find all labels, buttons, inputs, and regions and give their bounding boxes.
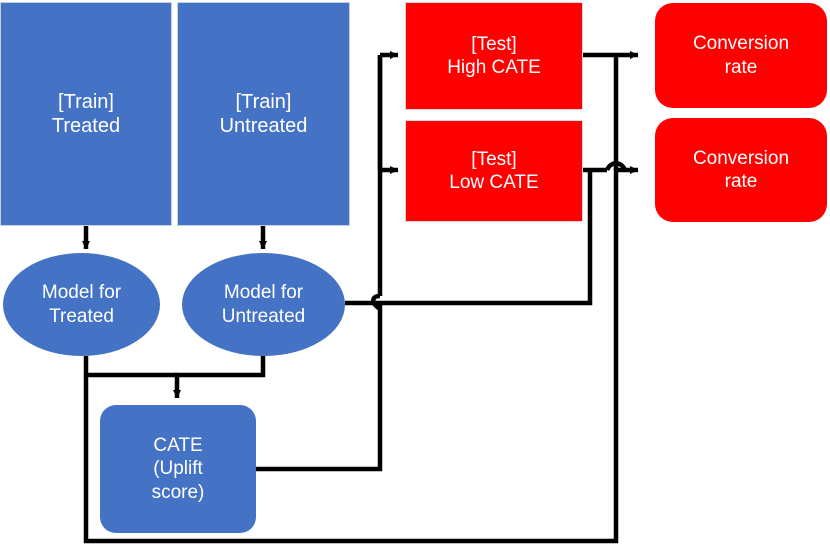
node-conversion-rate-high[interactable]: Conversion rate — [655, 3, 827, 108]
edge-trunk-hop-over-untreated-line — [371, 293, 382, 311]
node-test-low-cate[interactable]: [Test] Low CATE — [405, 120, 583, 222]
node-model-untreated-label: Model for Untreated — [221, 282, 306, 327]
node-train-treated[interactable]: [Train] Treated — [0, 2, 172, 226]
node-train-untreated[interactable]: [Train] Untreated — [177, 2, 350, 226]
node-train-untreated-label: [Train] Untreated — [219, 90, 308, 137]
node-test-high-cate-label: [Test] High CATE — [447, 33, 541, 78]
node-model-treated-label: Model for Treated — [41, 282, 122, 327]
node-model-treated[interactable]: Model for Treated — [3, 253, 160, 356]
node-test-high-cate[interactable]: [Test] High CATE — [405, 2, 583, 110]
node-conversion-rate-low[interactable]: Conversion rate — [655, 118, 827, 222]
edge-model-treated-to-cate — [83, 356, 177, 378]
node-train-treated-label: [Train] Treated — [51, 90, 121, 137]
node-cate[interactable]: CATE (Uplift score) — [100, 405, 256, 533]
node-model-untreated[interactable]: Model for Untreated — [182, 253, 345, 356]
node-conversion-rate-low-label: Conversion rate — [692, 147, 790, 192]
node-conversion-rate-high-label: Conversion rate — [692, 33, 790, 78]
edge-test-low-hop-over-riser — [604, 161, 628, 172]
node-test-low-cate-label: [Test] Low CATE — [449, 148, 539, 193]
node-cate-label: CATE (Uplift score) — [151, 435, 205, 503]
edge-model-untreated-to-cate — [172, 356, 266, 399]
